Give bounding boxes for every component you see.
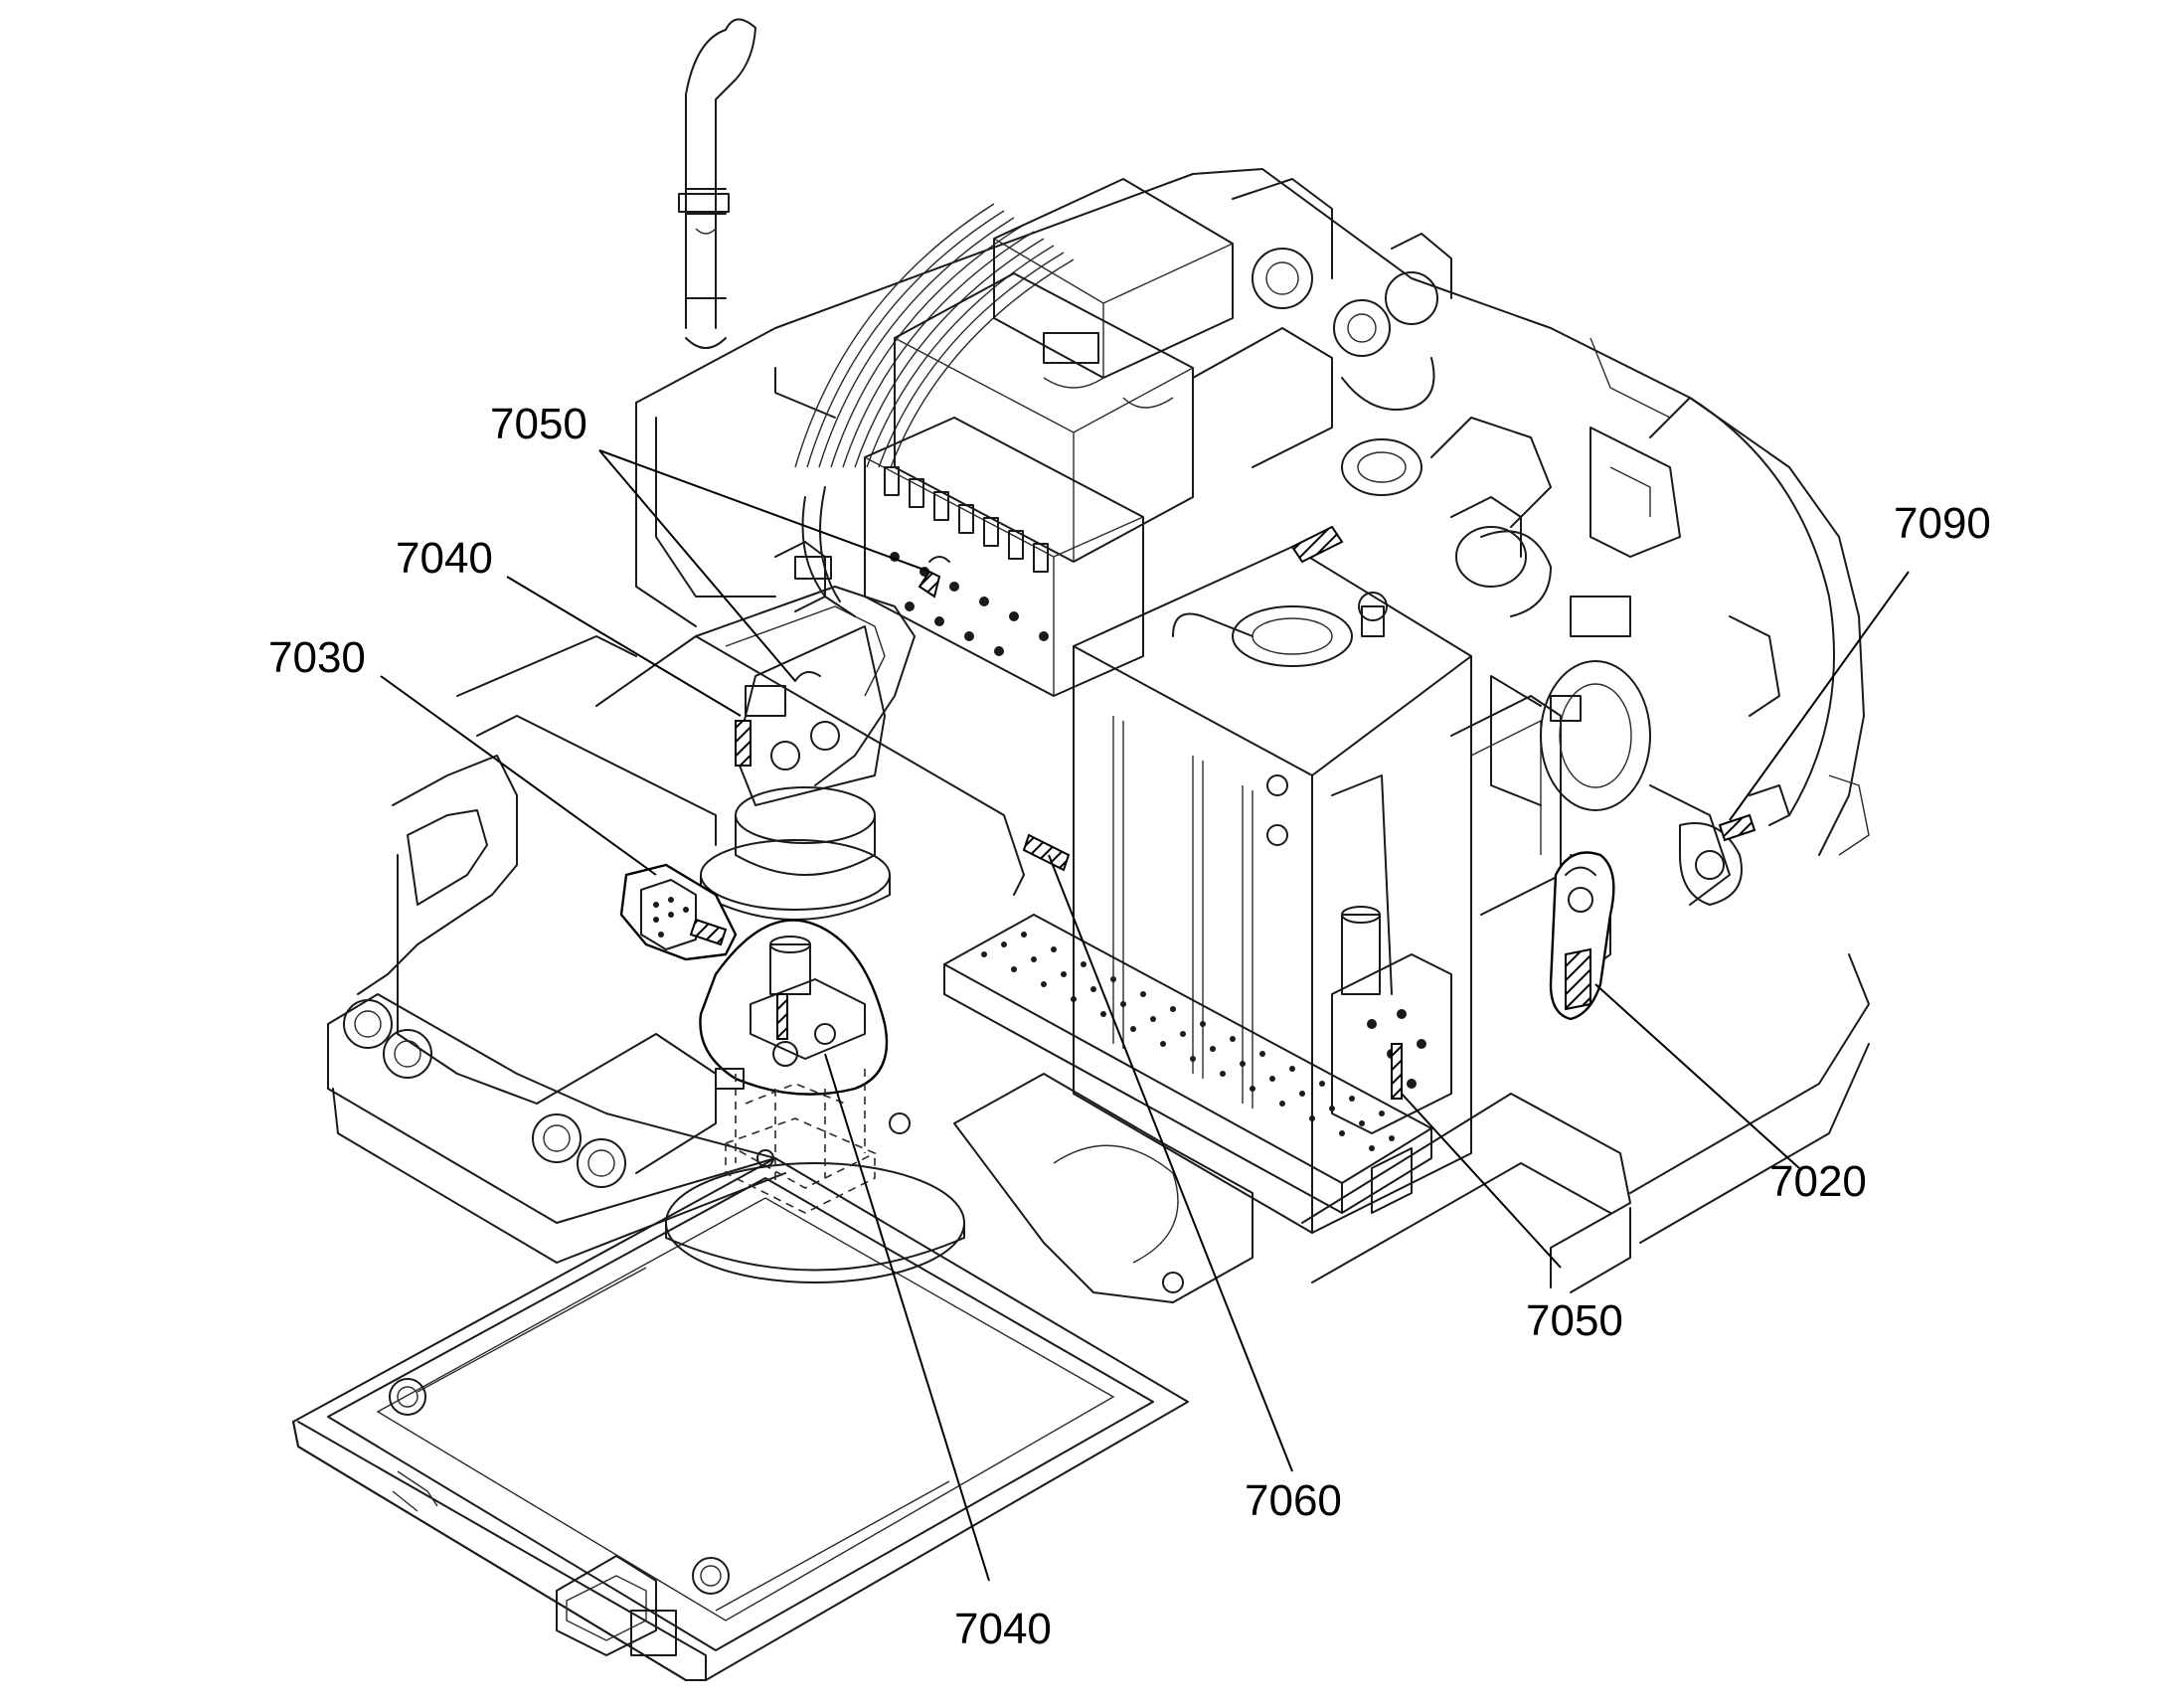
step-walkway	[943, 914, 1432, 1214]
control-valve-block	[774, 417, 1144, 697]
callout-7040-top: 7040	[396, 534, 493, 583]
swing-motor	[700, 625, 891, 921]
highlighted-parts	[689, 525, 1756, 1100]
callout-7050-bottom: 7050	[1526, 1296, 1623, 1345]
callout-7060: 7060	[1245, 1476, 1342, 1525]
hose-inset-7020	[1549, 851, 1615, 1021]
upper-chassis	[327, 586, 1870, 1303]
callout-7020: 7020	[1769, 1157, 1867, 1206]
exhaust-pipe	[678, 18, 756, 349]
callout-7030: 7030	[268, 633, 366, 682]
right-components	[1450, 496, 1790, 985]
engine-assembly	[794, 178, 1780, 717]
hydraulic-tank	[1073, 546, 1562, 1234]
hood-outline	[635, 168, 1870, 856]
swivel-joint-inset	[699, 919, 889, 1214]
callout-7050-top: 7050	[490, 400, 587, 448]
callout-7040-bottom: 7040	[954, 1605, 1052, 1653]
lower-frame	[292, 1157, 1189, 1681]
callout-7090: 7090	[1894, 499, 1991, 548]
leader-lines	[380, 449, 1910, 1582]
bracket-inset-7030	[619, 863, 738, 961]
